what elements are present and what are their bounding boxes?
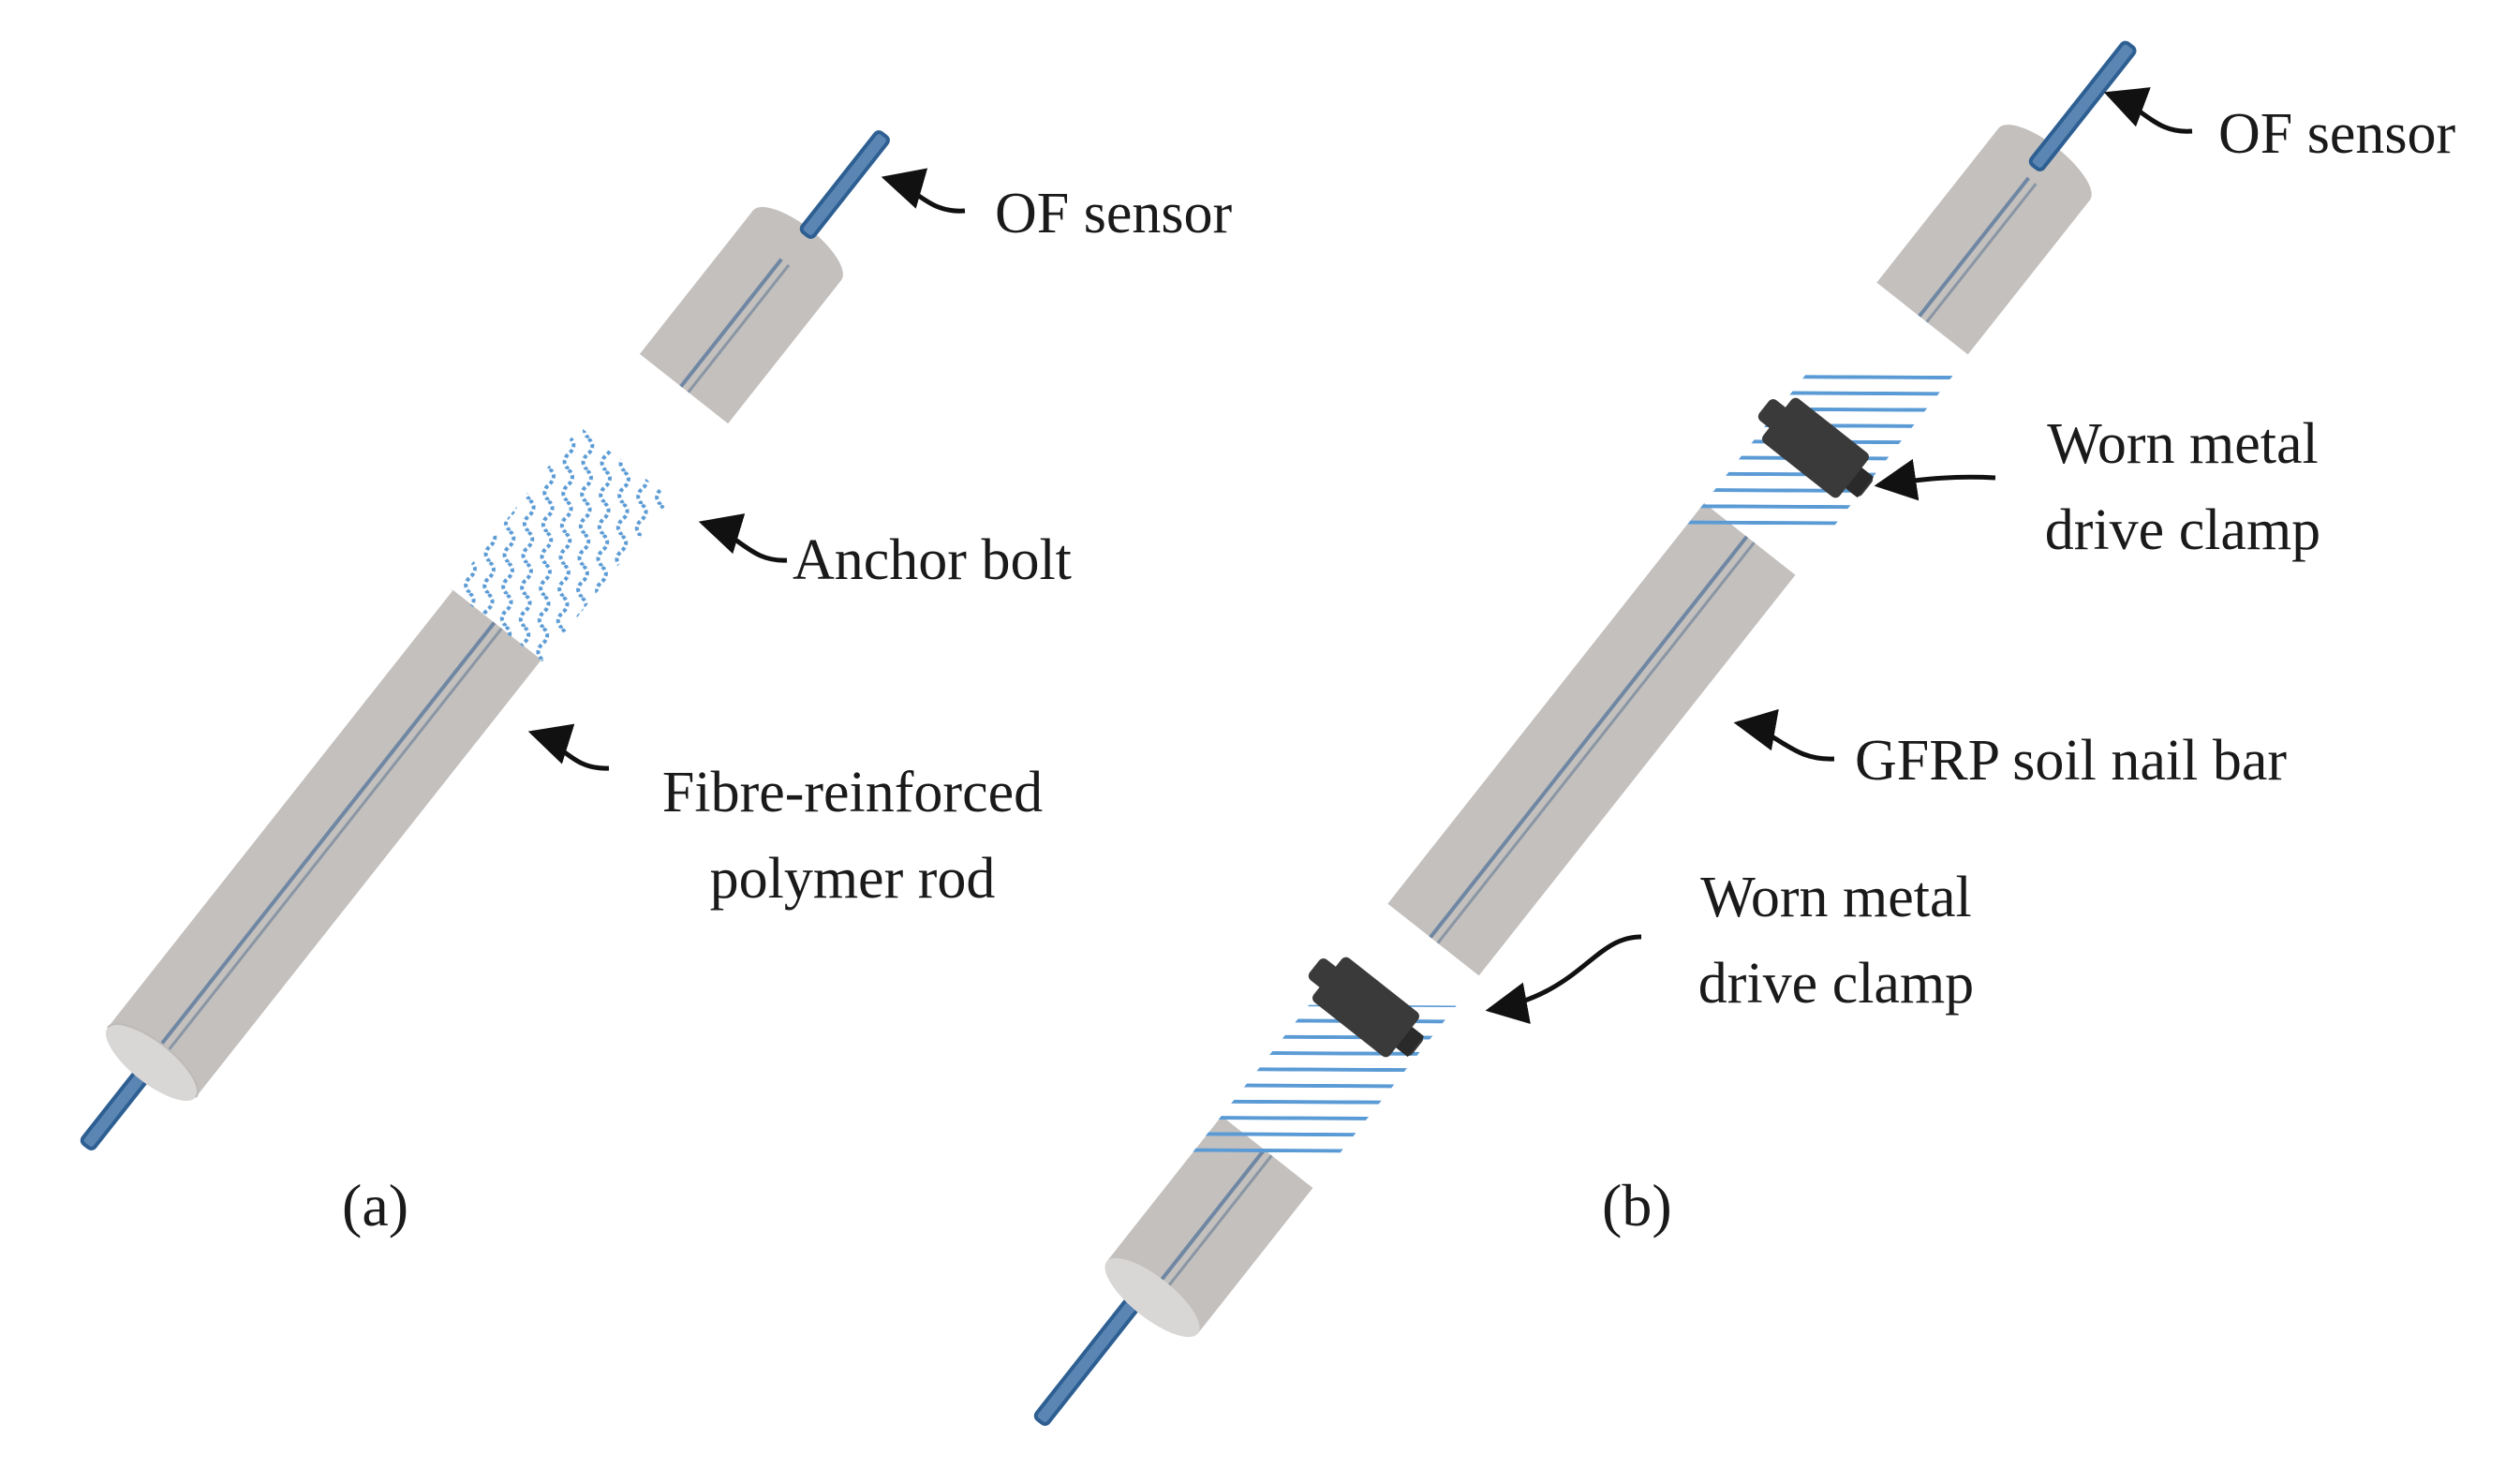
caption-a: (a)	[342, 1172, 409, 1239]
nail-bar-middle-segment	[1387, 502, 1796, 976]
arrow-of-sensor-a	[881, 168, 966, 214]
arrow-of-sensor-b	[2103, 87, 2193, 134]
panel-a	[80, 130, 966, 1150]
anchor-bolt	[451, 426, 672, 662]
panel-b	[1033, 40, 2193, 1426]
of-sensor-bottom-b	[1033, 1295, 1142, 1426]
label-clamp-upper-line1: Worn metal	[2047, 412, 2319, 476]
label-clamp-lower: Worn metal drive clamp	[1639, 854, 2033, 1027]
frp-rod-upper	[639, 206, 843, 424]
arrow-frp-rod	[527, 723, 610, 771]
arrow-anchor-bolt	[698, 513, 788, 563]
arrow-clamp-lower	[1485, 934, 1642, 1024]
of-sensor-top-a	[799, 130, 890, 239]
label-clamp-upper: Worn metal drive clamp	[1986, 401, 2379, 573]
label-clamp-lower-line1: Worn metal	[1700, 866, 1972, 929]
arrow-clamp-upper	[1874, 458, 1996, 501]
label-of-sensor-b: OF sensor	[2218, 102, 2456, 166]
of-sensor-top-b	[2028, 40, 2137, 171]
arrow-nail-bar	[1733, 708, 1835, 762]
drive-clamp-lower	[1308, 957, 1425, 1058]
label-nail-bar: GFRP soil nail bar	[1855, 729, 2288, 793]
label-frp-rod: Fibre-reinforced polymer rod	[618, 749, 1087, 922]
label-clamp-upper-line2: drive clamp	[2044, 498, 2321, 562]
label-frp-rod-line2: polymer rod	[709, 847, 996, 911]
nail-bar-top-segment	[1876, 125, 2092, 355]
nail-bar-bottom-segment	[1104, 1116, 1313, 1338]
label-anchor-bolt: Anchor bolt	[793, 528, 1072, 592]
drive-clamp-upper	[1757, 397, 1875, 498]
label-clamp-lower-line2: drive clamp	[1697, 952, 1975, 1016]
label-of-sensor-a: OF sensor	[995, 182, 1233, 245]
label-frp-rod-line1: Fibre-reinforced	[661, 761, 1044, 824]
frp-rod-lower	[105, 589, 541, 1101]
caption-b: (b)	[1602, 1172, 1672, 1239]
